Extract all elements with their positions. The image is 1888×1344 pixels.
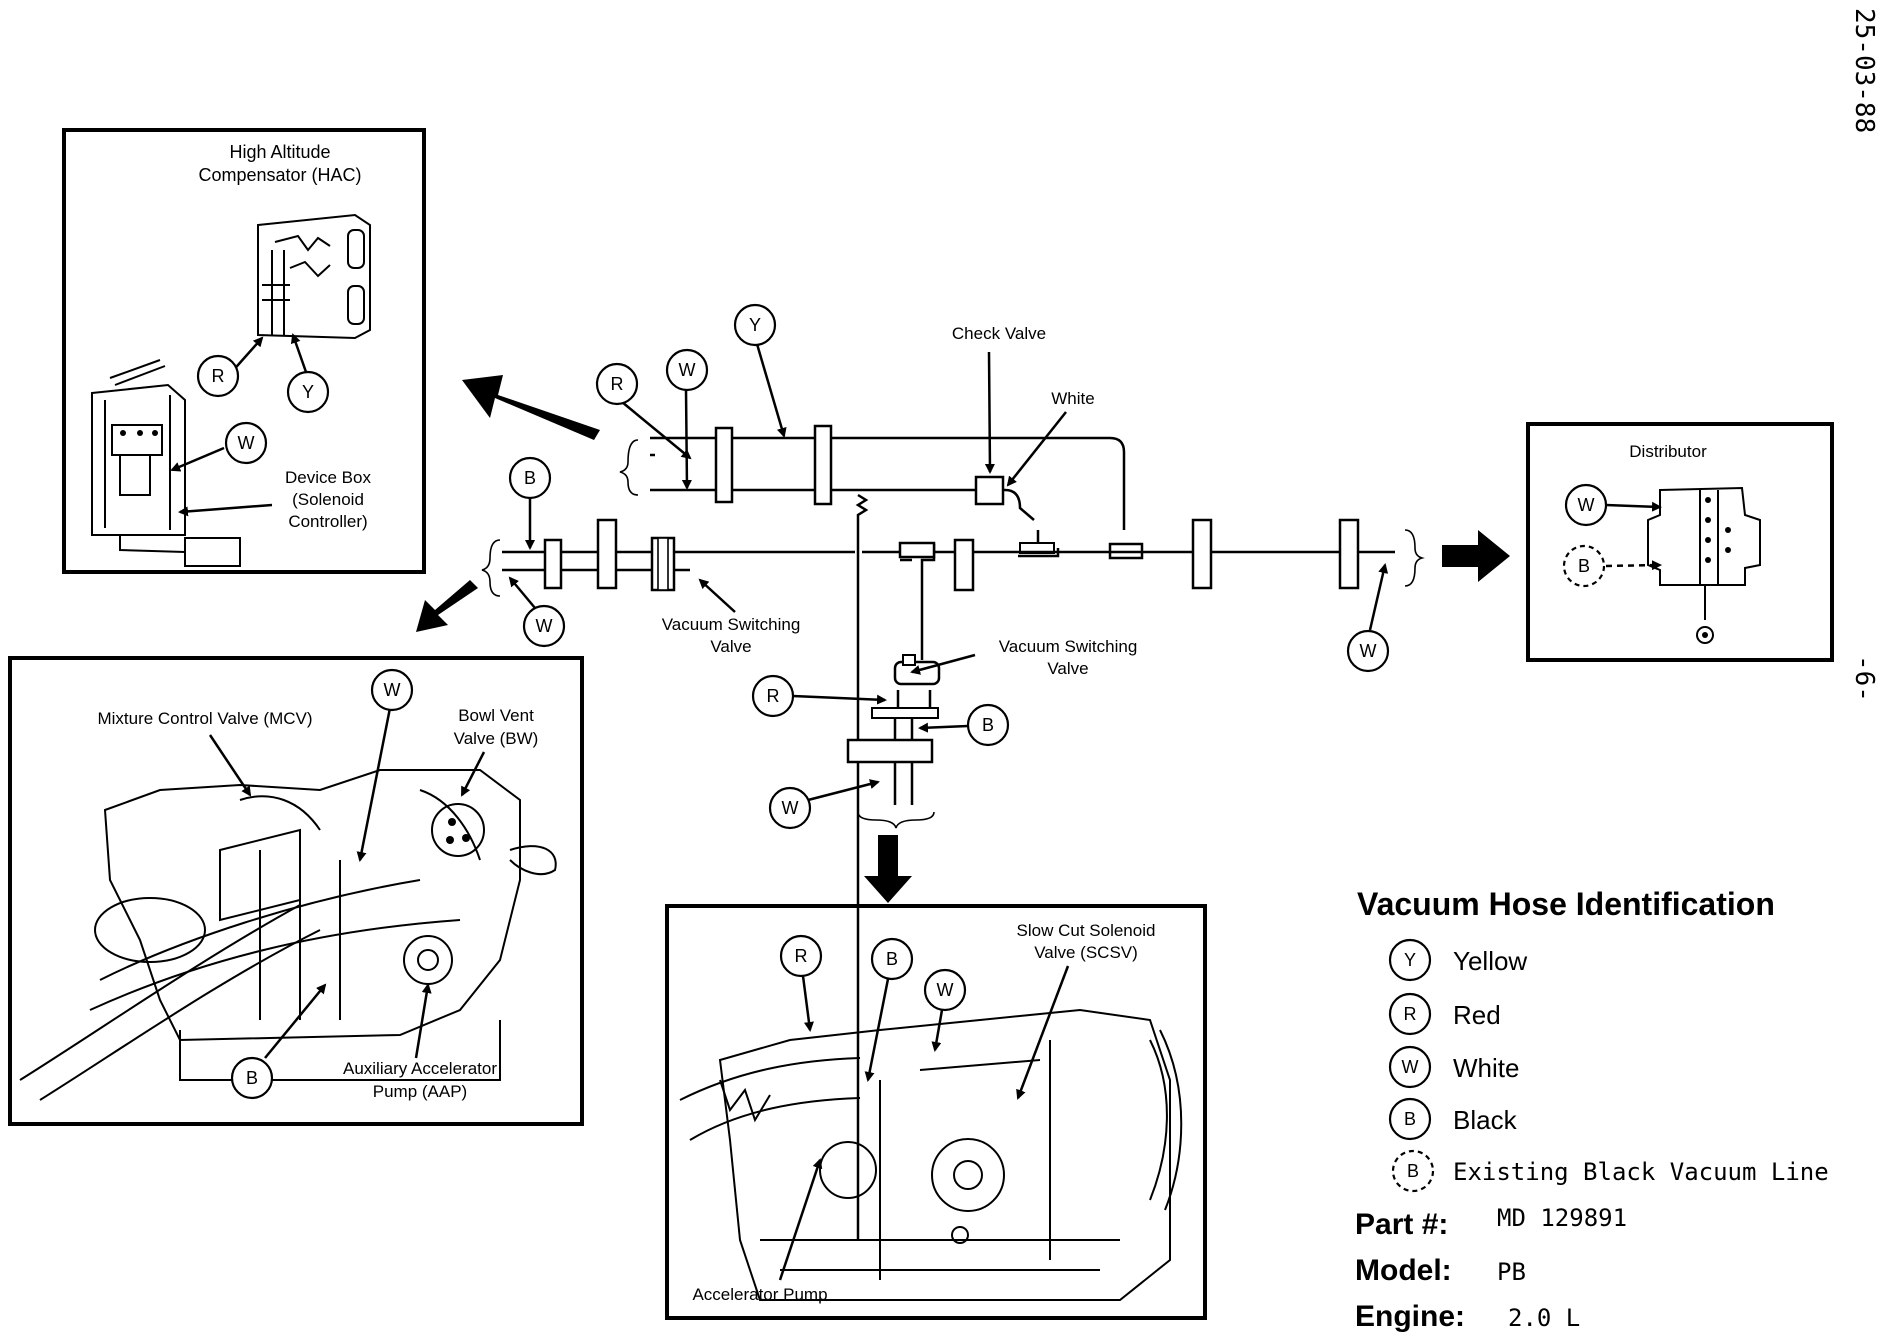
hose-tag-y-hac: Y [286, 370, 330, 414]
device-box-illustration [91, 359, 241, 567]
hose-tag-w-right: W [1346, 563, 1390, 673]
aap-label-line1: Auxiliary Accelerator [343, 1059, 497, 1078]
hose-tag-b-existing-distributor: B [1562, 544, 1606, 588]
scsv-label-line2: Valve (SCSV) [1034, 943, 1138, 962]
white-label: White [1051, 389, 1094, 408]
hose-tag-b-center: B [918, 703, 1010, 747]
svg-text:Y: Y [302, 382, 314, 402]
hose-tag-b-main: B [508, 456, 552, 550]
svg-text:B: B [886, 949, 898, 969]
hose-tag-w-distributor: W [1564, 483, 1608, 527]
svg-text:W: W [238, 433, 255, 453]
legend-item-existing-black: B Existing Black Vacuum Line [1391, 1149, 1829, 1193]
bowl-vent-label-line2: Valve (BW) [454, 729, 539, 748]
svg-text:Y: Y [1404, 950, 1416, 970]
scsv-label-line1: Slow Cut Solenoid [1017, 921, 1156, 940]
accelerator-pump-label: Accelerator Pump [692, 1285, 827, 1304]
hose-tag-b-scsv: B [870, 937, 914, 981]
svg-text:Yellow: Yellow [1453, 946, 1527, 976]
svg-text:B: B [982, 715, 994, 735]
hose-tag-w-device: W [224, 421, 268, 465]
hose-tag-b-mcv: B [230, 1056, 274, 1100]
svg-text:Existing Black Vacuum Line: Existing Black Vacuum Line [1453, 1158, 1829, 1186]
legend-item-black: B Black [1388, 1097, 1518, 1141]
device-box-label-line3: Controller) [288, 512, 367, 531]
hose-tag-r-scsv: R [779, 934, 823, 978]
hose-tag-r-main: R [595, 362, 692, 460]
svg-text:W: W [1360, 641, 1377, 661]
distributor-inset-panel: Distributor W B [1526, 422, 1834, 662]
svg-text:B: B [524, 468, 536, 488]
svg-text:W: W [1578, 495, 1595, 515]
svg-text:W: W [536, 616, 553, 636]
check-valve-label: Check Valve [952, 324, 1046, 343]
legend-item-red: R Red [1388, 992, 1501, 1036]
svg-text:R: R [795, 946, 808, 966]
model-label: Model: [1355, 1254, 1452, 1287]
distributor-illustration [1647, 486, 1761, 644]
carburetor-left-illustration [19, 769, 557, 1101]
svg-text:Red: Red [1453, 1000, 1501, 1030]
mcv-label: Mixture Control Valve (MCV) [97, 709, 312, 728]
carburetor-bottom-illustration [679, 1008, 1183, 1301]
model-value: PB [1497, 1258, 1526, 1286]
carburetor-left-inset-panel: Mixture Control Valve (MCV) Bowl Vent Va… [8, 656, 584, 1126]
engine-value: 2.0 L [1508, 1304, 1580, 1332]
hose-tag-r-hac: R [196, 354, 240, 398]
vsv-left-label-line2: Valve [710, 637, 751, 656]
hose-tag-w-left: W [508, 576, 566, 648]
carburetor-bottom-inset-panel: Slow Cut Solenoid Valve (SCSV) R B W [665, 904, 1207, 1320]
part-value: MD 129891 [1497, 1204, 1627, 1232]
hose-tag-w-mcv: W [370, 668, 414, 712]
hac-inset-panel: High Altitude Compensator (HAC) R [62, 128, 426, 574]
hose-tag-w-main: W [665, 348, 709, 490]
svg-text:B: B [246, 1068, 258, 1088]
hose-legend: Vacuum Hose Identification Y Yellow R Re… [1357, 886, 1829, 1193]
svg-text:W: W [1402, 1057, 1419, 1077]
svg-text:Y: Y [749, 315, 761, 335]
hac-label-line2: Compensator (HAC) [198, 165, 361, 185]
hac-illustration [257, 213, 371, 340]
hose-tag-r-center: R [751, 674, 887, 718]
svg-text:B: B [1404, 1109, 1416, 1129]
legend-item-white: W White [1388, 1045, 1519, 1089]
device-box-label-line1: Device Box [285, 468, 371, 487]
hose-tag-w-scsv: W [923, 968, 967, 1012]
aap-label-line2: Pump (AAP) [373, 1082, 467, 1101]
hose-tag-w-center: W [768, 779, 880, 830]
svg-text:R: R [212, 366, 225, 386]
hose-schematic [416, 375, 1510, 1240]
device-box-label-line2: (Solenoid [292, 490, 364, 509]
vsv-center-label-line2: Valve [1047, 659, 1088, 678]
legend-item-yellow: Y Yellow [1388, 938, 1527, 982]
legend-title: Vacuum Hose Identification [1357, 886, 1775, 922]
part-label: Part #: [1355, 1208, 1448, 1241]
vsv-center-label-line1: Vacuum Switching [999, 637, 1138, 656]
hose-tag-y-main: Y [733, 303, 787, 438]
svg-text:W: W [679, 360, 696, 380]
corner-date: 25-03-88 [1849, 8, 1879, 133]
svg-text:W: W [937, 980, 954, 1000]
vsv-left-label-line1: Vacuum Switching [662, 615, 801, 634]
bowl-vent-label-line1: Bowl Vent [458, 706, 534, 725]
engine-label: Engine: [1355, 1300, 1465, 1333]
svg-text:R: R [767, 686, 780, 706]
svg-text:White: White [1453, 1053, 1519, 1083]
distributor-label: Distributor [1629, 442, 1707, 461]
svg-text:R: R [611, 374, 624, 394]
svg-text:B: B [1578, 556, 1590, 576]
svg-text:W: W [384, 680, 401, 700]
svg-text:W: W [782, 798, 799, 818]
svg-text:B: B [1407, 1161, 1419, 1181]
svg-text:R: R [1404, 1004, 1417, 1024]
part-info: Part #: MD 129891 Model: PB Engine: 2.0 … [1355, 1204, 1627, 1333]
svg-text:Black: Black [1453, 1105, 1518, 1135]
hac-label-line1: High Altitude [229, 142, 330, 162]
page-number: -6- [1849, 655, 1879, 702]
